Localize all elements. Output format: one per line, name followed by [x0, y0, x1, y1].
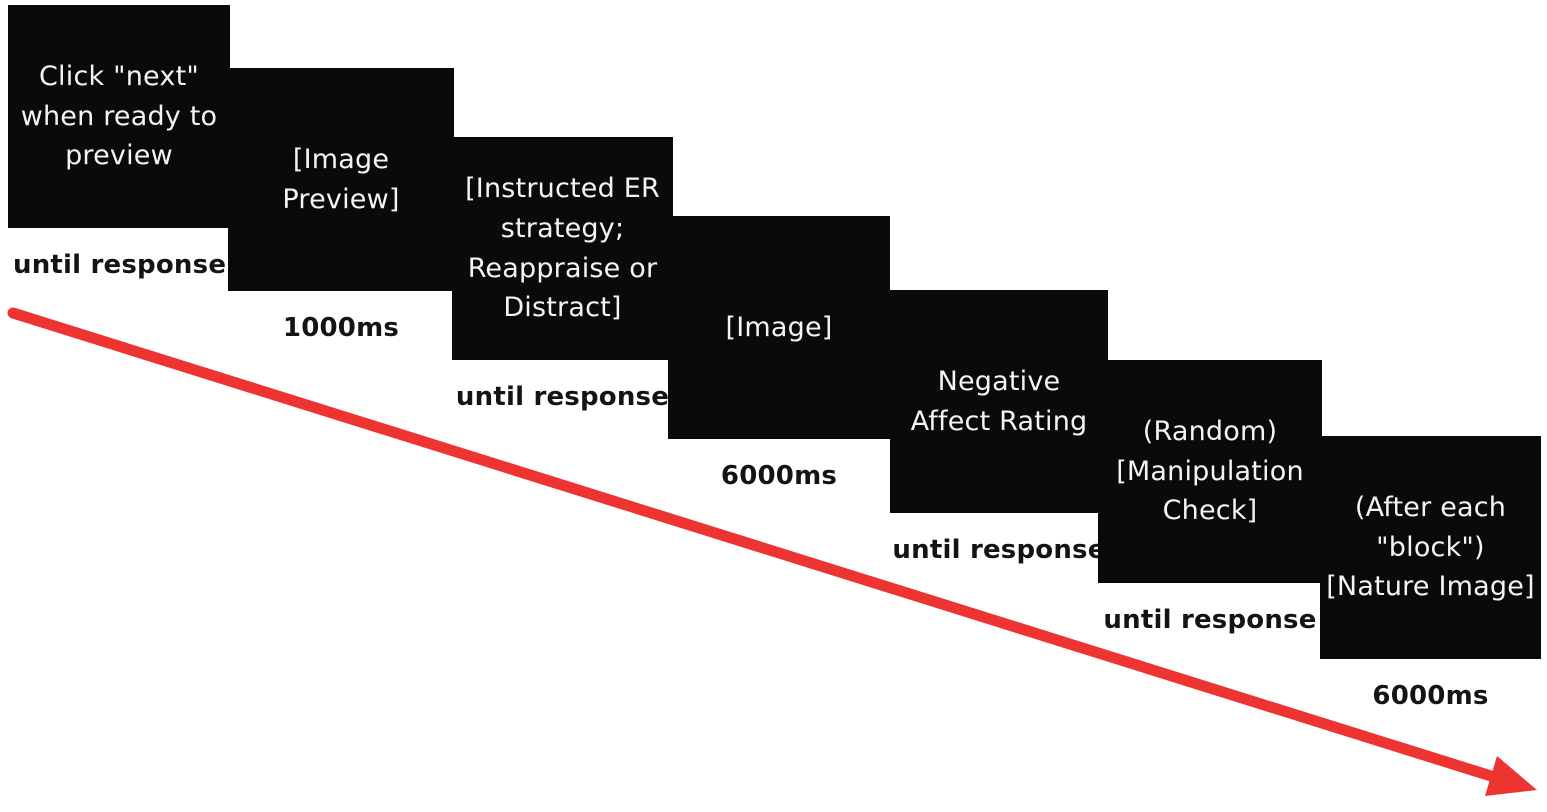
- trial-step-ready: Click "next" when ready to preview until…: [8, 5, 230, 280]
- duration-label: 1000ms: [282, 313, 400, 343]
- screen-box: [Image Preview]: [228, 68, 454, 291]
- screen-box: [Instructed ER strategy; Reappraise or D…: [452, 137, 673, 360]
- duration-label: 6000ms: [1372, 681, 1489, 711]
- screen-box: (After each "block") [Nature Image]: [1320, 436, 1541, 659]
- duration-label: until response: [892, 535, 1106, 565]
- screen-box: (Random) [Manipulation Check]: [1098, 360, 1322, 583]
- screen-text: [Image Preview]: [282, 143, 400, 215]
- screen-text: [Image]: [725, 311, 833, 343]
- trial-step-image-preview: [Image Preview] 1000ms: [228, 68, 454, 343]
- screen-text: Negative Affect Rating: [910, 365, 1088, 437]
- screen-text: (After each "block") [Nature Image]: [1326, 491, 1535, 603]
- screen-box: Click "next" when ready to preview: [8, 5, 230, 228]
- screen-text: Click "next" when ready to preview: [20, 60, 218, 172]
- screen-text: (Random) [Manipulation Check]: [1116, 415, 1304, 527]
- screen-text: [Instructed ER strategy; Reappraise or D…: [465, 172, 660, 324]
- trial-step-er-strategy: [Instructed ER strategy; Reappraise or D…: [452, 137, 673, 412]
- trial-step-image: [Image] 6000ms: [668, 216, 890, 491]
- trial-step-manipulation-check: (Random) [Manipulation Check] until resp…: [1098, 360, 1322, 635]
- screen-box: Negative Affect Rating: [890, 290, 1108, 513]
- duration-label: until response: [1103, 605, 1317, 635]
- trial-step-nature-image: (After each "block") [Nature Image] 6000…: [1320, 436, 1541, 711]
- trial-step-affect-rating: Negative Affect Rating until response: [890, 290, 1108, 565]
- timeline-arrow-head: [1485, 756, 1537, 796]
- duration-label: until response: [455, 382, 670, 412]
- screen-box: [Image]: [668, 216, 890, 439]
- duration-label: until response: [13, 250, 227, 280]
- duration-label: 6000ms: [720, 461, 838, 491]
